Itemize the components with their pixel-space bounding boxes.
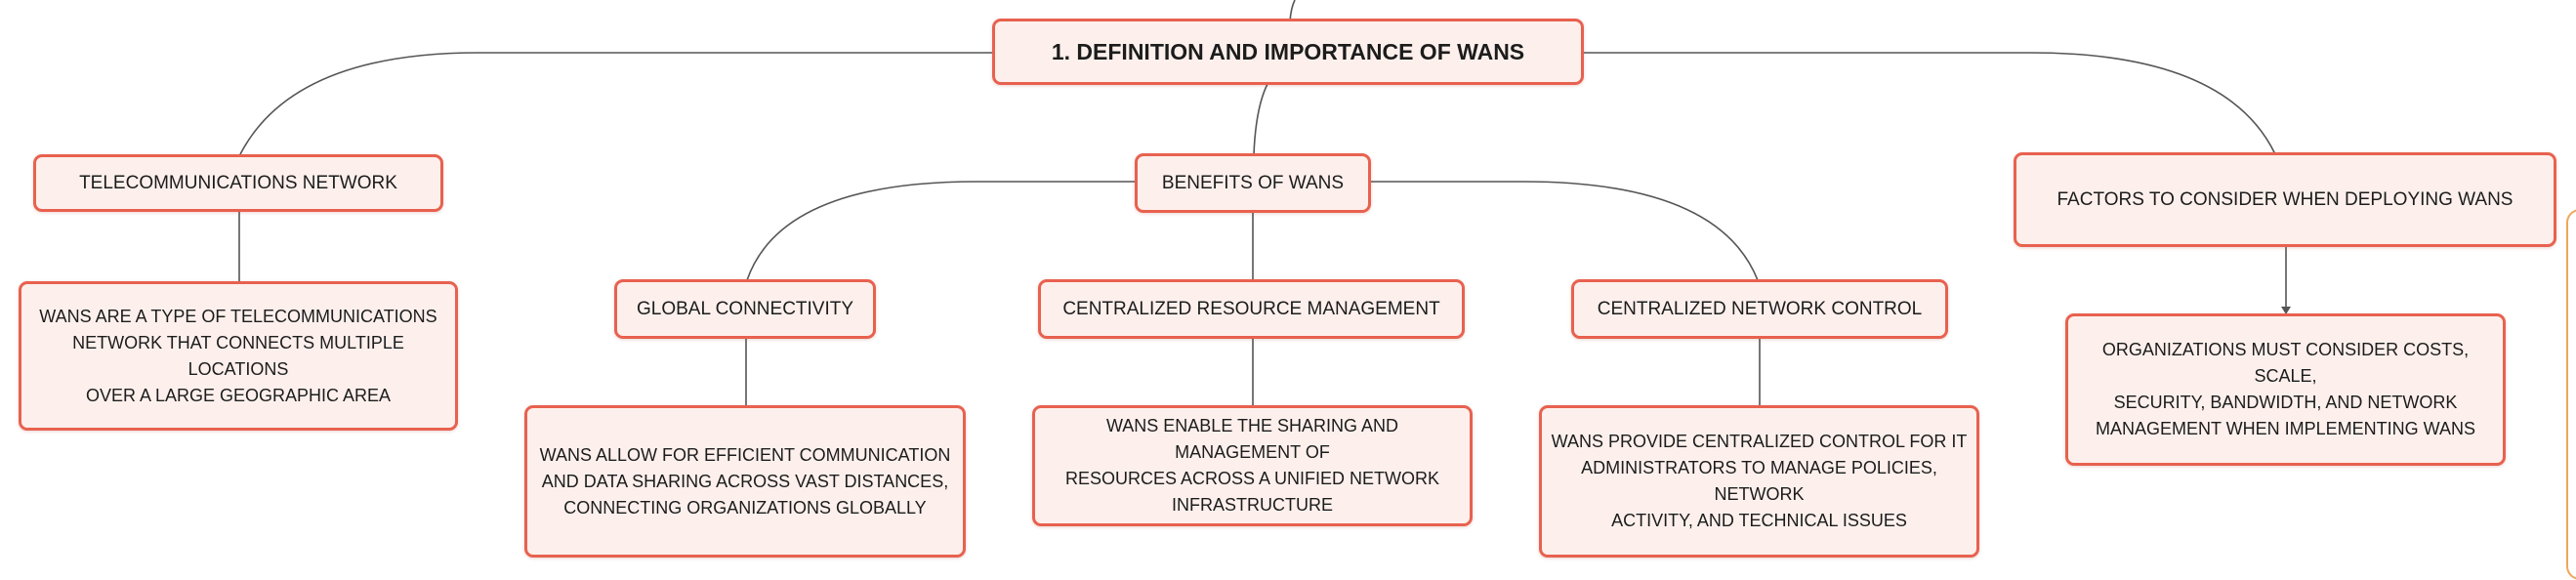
telecom-network-node[interactable]: TELECOMMUNICATIONS NETWORK: [33, 154, 443, 212]
resource-detail-line-3: INFRASTRUCTURE: [1172, 495, 1333, 515]
connector-benefits-to-global: [746, 181, 1136, 281]
centralized-control-detail-node[interactable]: WANS PROVIDE CENTRALIZED CONTROL FOR IT …: [1539, 405, 1979, 558]
benefits-label: BENEFITS OF WANS: [1161, 173, 1345, 193]
global-detail-line-2: AND DATA SHARING ACROSS VAST DISTANCES,: [541, 471, 949, 491]
resource-detail-line-1: WANS ENABLE THE SHARING AND MANAGEMENT O…: [1105, 416, 1399, 462]
factors-detail-line-3: MANAGEMENT WHEN IMPLEMENTING WANS: [2095, 419, 2476, 438]
centralized-control-detail-text: WANS PROVIDE CENTRALIZED CONTROL FOR IT …: [1550, 429, 1969, 534]
centralized-resource-detail-text: WANS ENABLE THE SHARING AND MANAGEMENT O…: [1043, 413, 1462, 518]
benefits-node[interactable]: BENEFITS OF WANS: [1135, 153, 1371, 213]
centralized-resource-label: CENTRALIZED RESOURCE MANAGEMENT: [1062, 299, 1440, 319]
telecom-detail-line-1: WANS ARE A TYPE OF TELECOMMUNICATIONS: [39, 306, 437, 326]
control-detail-line-1: WANS PROVIDE CENTRALIZED CONTROL FOR IT: [1551, 432, 1968, 451]
global-connectivity-label: GLOBAL CONNECTIVITY: [636, 299, 854, 319]
factors-detail-line-2: SECURITY, BANDWIDTH, AND NETWORK: [2113, 393, 2458, 412]
centralized-resource-detail-node[interactable]: WANS ENABLE THE SHARING AND MANAGEMENT O…: [1032, 405, 1473, 526]
factors-detail-text: ORGANIZATIONS MUST CONSIDER COSTS, SCALE…: [2076, 337, 2495, 442]
global-connectivity-detail-node[interactable]: WANS ALLOW FOR EFFICIENT COMMUNICATION A…: [524, 405, 966, 558]
arrowhead-factors-detail: [2281, 307, 2291, 314]
telecom-detail-text: WANS ARE A TYPE OF TELECOMMUNICATIONS NE…: [29, 304, 447, 409]
telecom-detail-node[interactable]: WANS ARE A TYPE OF TELECOMMUNICATIONS NE…: [19, 281, 458, 431]
telecom-detail-line-3: OVER A LARGE GEOGRAPHIC AREA: [85, 385, 392, 405]
global-connectivity-detail-text: WANS ALLOW FOR EFFICIENT COMMUNICATION A…: [540, 442, 951, 521]
connector-root-to-benefits: [1253, 83, 1268, 155]
global-connectivity-node[interactable]: GLOBAL CONNECTIVITY: [614, 279, 876, 339]
factors-detail-line-1: ORGANIZATIONS MUST CONSIDER COSTS, SCALE…: [2101, 340, 2470, 386]
connector-root-to-factors: [1582, 52, 2276, 155]
global-detail-line-1: WANS ALLOW FOR EFFICIENT COMMUNICATION: [539, 444, 951, 465]
control-detail-line-3: ACTIVITY, AND TECHNICAL ISSUES: [1611, 511, 1907, 530]
centralized-control-label: CENTRALIZED NETWORK CONTROL: [1597, 299, 1923, 319]
centralized-control-node[interactable]: CENTRALIZED NETWORK CONTROL: [1571, 279, 1948, 339]
centralized-resource-node[interactable]: CENTRALIZED RESOURCE MANAGEMENT: [1038, 279, 1465, 339]
factors-label: FACTORS TO CONSIDER WHEN DEPLOYING WANS: [2057, 189, 2514, 210]
resource-detail-line-2: RESOURCES ACROSS A UNIFIED NETWORK: [1064, 469, 1440, 488]
control-detail-line-2: ADMINISTRATORS TO MANAGE POLICIES, NETWO…: [1581, 458, 1937, 504]
factors-node[interactable]: FACTORS TO CONSIDER WHEN DEPLOYING WANS: [2014, 152, 2556, 247]
connector-root-to-telecom: [239, 52, 992, 155]
factors-detail-node[interactable]: ORGANIZATIONS MUST CONSIDER COSTS, SCALE…: [2065, 313, 2506, 466]
telecom-detail-line-2: NETWORK THAT CONNECTS MULTIPLE LOCATIONS: [72, 332, 404, 379]
connector-benefits-to-control: [1370, 181, 1759, 281]
global-detail-line-3: CONNECTING ORGANIZATIONS GLOBALLY: [563, 497, 927, 518]
root-topic-label: 1. DEFINITION AND IMPORTANCE OF WANS: [1051, 38, 1525, 64]
offscreen-node-edge: [2566, 209, 2576, 580]
root-topic-node[interactable]: 1. DEFINITION AND IMPORTANCE OF WANS: [992, 19, 1584, 85]
telecom-network-label: TELECOMMUNICATIONS NETWORK: [79, 173, 397, 193]
